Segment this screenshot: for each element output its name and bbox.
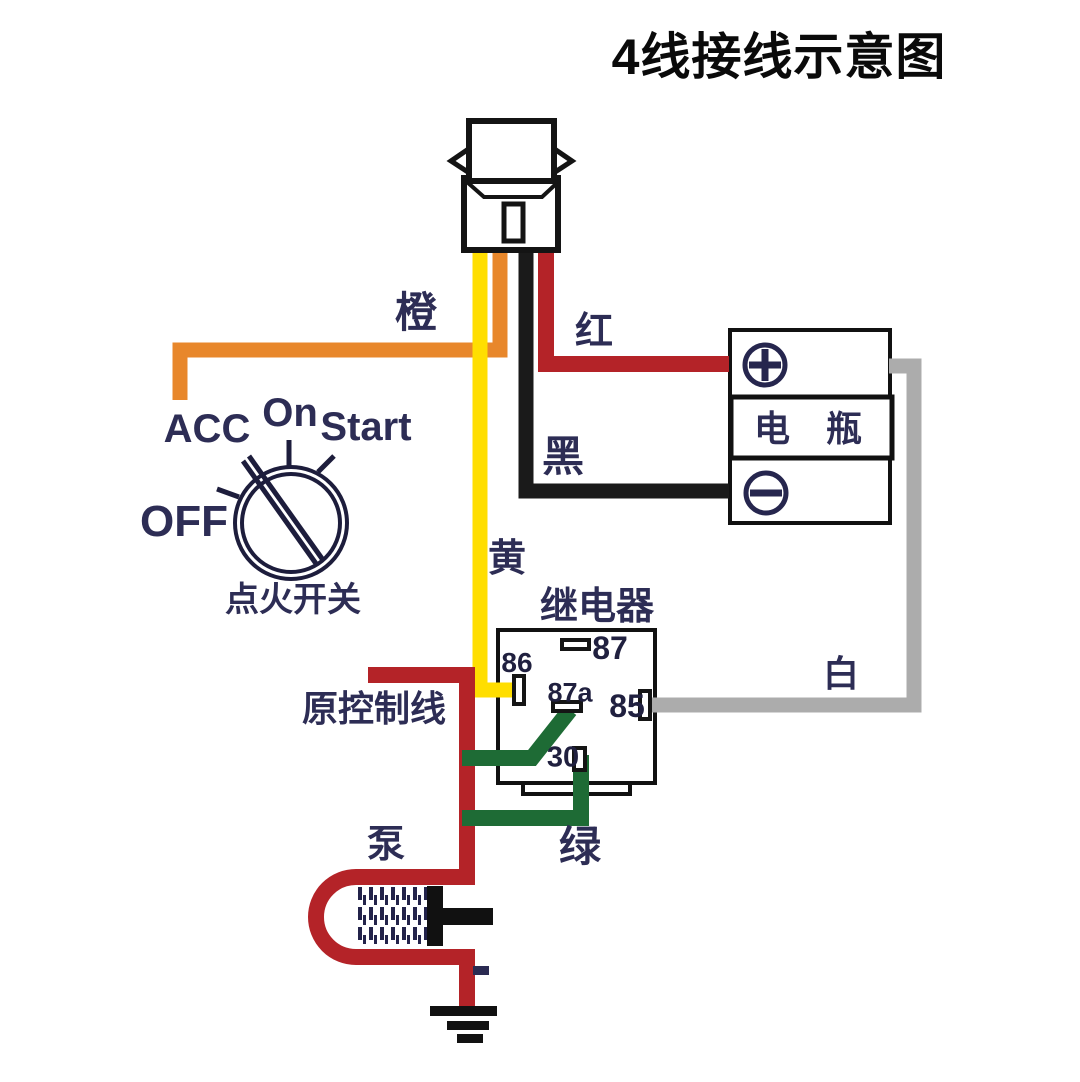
control-line-label: 原控制线 <box>301 688 447 729</box>
ground-icon <box>430 1006 497 1043</box>
green-wire-87a <box>462 705 577 766</box>
tick-start <box>316 454 336 474</box>
black-wire <box>518 245 729 499</box>
pin-87-slot <box>560 638 591 651</box>
pin-86-label: 86 <box>501 647 533 678</box>
pin-85-slot <box>638 689 652 721</box>
black-wire-label: 黑 <box>541 433 585 480</box>
tick-off <box>216 486 240 500</box>
battery-box <box>728 328 895 525</box>
yellow-wire <box>472 245 514 698</box>
pin-87-label: 87 <box>592 630 628 666</box>
connector-plug <box>446 118 577 253</box>
relay-pin-slots <box>512 638 652 772</box>
orange-wire-label: 橙 <box>394 289 438 336</box>
pin-86-slot <box>512 674 526 706</box>
red-control-wire <box>308 667 475 1008</box>
red-battery-wire <box>538 245 729 372</box>
white-wire <box>646 358 922 713</box>
switch-pos-start: Start <box>320 405 412 449</box>
plus-terminal-icon <box>742 342 788 388</box>
pin-85-label: 85 <box>609 688 645 724</box>
red-wire-label: 红 <box>574 311 614 353</box>
green-wire-label: 绿 <box>558 823 602 870</box>
stray-mark <box>473 966 489 975</box>
yellow-wire-label: 黄 <box>487 538 527 580</box>
orange-wire <box>172 245 508 400</box>
white-wire-label: 白 <box>822 653 860 694</box>
switch-pos-off: OFF <box>140 497 228 546</box>
page-title: 4线接线示意图 <box>611 29 947 85</box>
relay-label: 继电器 <box>539 586 655 628</box>
pump-label: 泵 <box>366 824 406 866</box>
minus-terminal-icon <box>743 470 789 516</box>
switch-pos-acc: ACC <box>163 407 251 451</box>
pump-motor-icon <box>356 886 493 946</box>
battery-label: 电 瓶 <box>753 408 863 449</box>
ignition-switch-icon <box>216 440 349 581</box>
switch-pos-on: On <box>262 391 318 435</box>
ignition-switch-label: 点火开关 <box>225 581 361 619</box>
green-wire-30 <box>462 755 589 826</box>
pin-87a-label: 87a <box>547 677 593 708</box>
pin-30-label: 30 <box>546 741 580 774</box>
pin-30-slot <box>572 746 587 772</box>
pin-87a-slot <box>551 700 583 713</box>
